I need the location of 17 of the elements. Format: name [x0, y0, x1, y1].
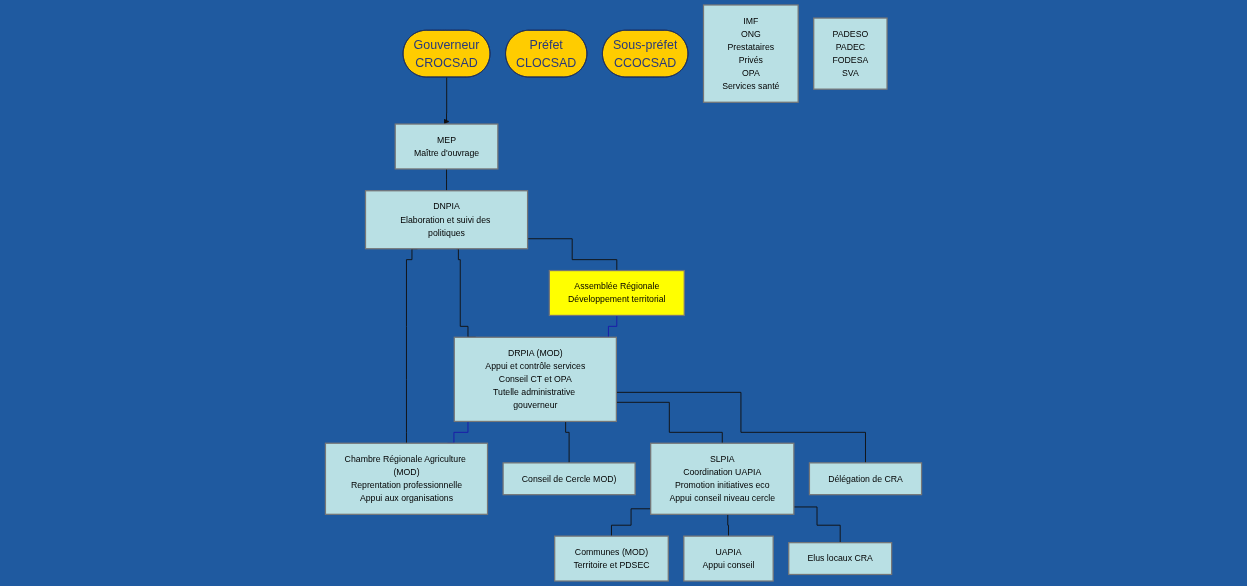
- node-box: Elus locaux CRA: [788, 542, 893, 576]
- node-box: Chambre Régionale Agriculture (MOD) Reprentation professionnelle Appui aux organisations: [324, 442, 489, 515]
- node-box: DRPIA (MOD) Appui et contrôle services Conseil CT et OPA Tutelle administrative gouverneur: [453, 336, 617, 423]
- connector: [527, 238, 618, 272]
- node-box: SLPIA Coordination UAPIA Promotion initiatives eco Appui conseil niveau cercle: [650, 442, 795, 515]
- node-box: DNPIA Elaboration et suivi des politiques: [364, 190, 529, 250]
- node-box: UAPIA Appui conseil: [683, 535, 774, 582]
- node-box: Assemblée Régionale Développement territorial: [548, 269, 685, 317]
- node-box: Communes (MOD) Territoire et PDSEC: [554, 535, 669, 582]
- node-box: PADESO PADEC FODESA SVA: [813, 17, 888, 90]
- node-box: Conseil de Cercle MOD): [502, 462, 636, 496]
- node-box: IMF ONG Prestataires Privés OPA Services santé: [702, 4, 799, 103]
- connector: [793, 506, 841, 544]
- node-box: Délégation de CRA: [808, 462, 923, 496]
- connector: [726, 513, 729, 537]
- node-box: MEP Maître d'ouvrage: [394, 123, 499, 170]
- connector: [446, 168, 447, 192]
